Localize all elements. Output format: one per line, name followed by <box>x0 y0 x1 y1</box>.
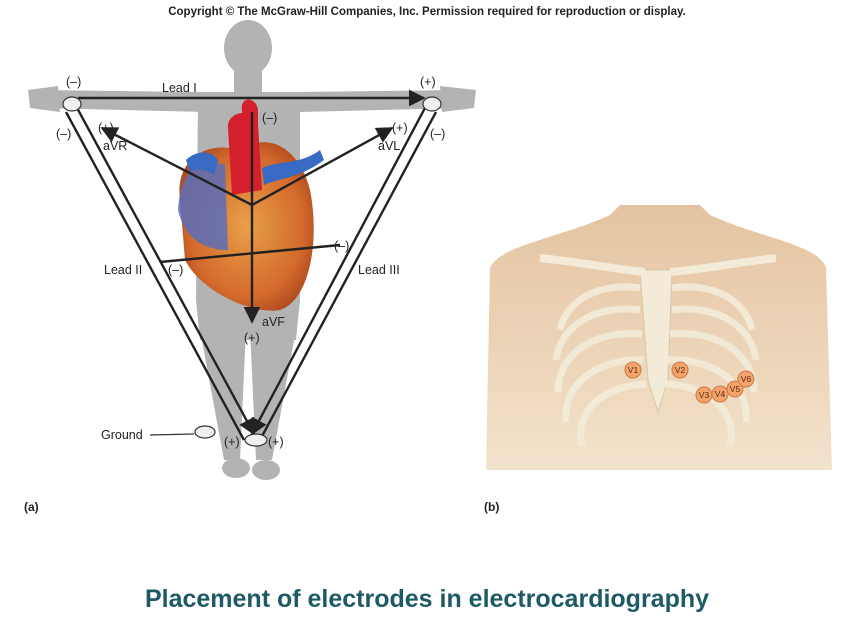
panel-a-label: (a) <box>24 500 39 514</box>
avl-line <box>251 126 394 207</box>
panel-a-labels: Lead I Lead II Lead III aVR aVL aVF Grou… <box>56 75 445 449</box>
lead-iii-label: Lead III <box>358 263 400 277</box>
electrode-v2: V2 <box>671 361 689 379</box>
avf-label: aVF <box>262 315 285 329</box>
left-arm-electrode <box>422 96 442 112</box>
lead-iii-minus: (–) <box>334 239 349 253</box>
ground-label: Ground <box>101 428 143 442</box>
left-arm-minus: (–) <box>430 127 445 141</box>
lead-i-label: Lead I <box>162 81 197 95</box>
precordial-electrodes: V1 V2 V3 V4 V5 V6 <box>624 361 755 404</box>
avr-plus: (+) <box>98 121 114 135</box>
avr-label: aVR <box>103 139 127 153</box>
figure-caption: Placement of electrodes in electrocardio… <box>144 585 710 613</box>
chest-illustration <box>486 205 832 470</box>
lead-iii-triangle-right <box>252 105 438 440</box>
electrode-v6: V6 <box>737 370 755 388</box>
electrode-v3: V3 <box>695 386 713 404</box>
lead-i-plus: (+) <box>420 75 436 89</box>
ecg-figure: Lead I Lead II Lead III aVR aVL aVF Grou… <box>28 20 832 480</box>
electrode-v5: V5 <box>726 380 744 398</box>
avf-plus: (+) <box>244 331 260 345</box>
electrode-v3-label: V3 <box>699 390 710 400</box>
lead-ii-triangle-left <box>64 105 254 440</box>
avf-minus: (–) <box>262 111 277 125</box>
electrode-v6-label: V6 <box>741 374 752 384</box>
ribcage <box>552 283 760 447</box>
avr-line <box>100 126 253 207</box>
lead-i-minus: (–) <box>66 75 81 89</box>
electrode-v1-label: V1 <box>628 365 639 375</box>
limb-electrodes <box>62 96 442 447</box>
ground-electrode <box>194 425 216 439</box>
right-arm-minus: (–) <box>56 127 71 141</box>
avl-label: aVL <box>378 139 400 153</box>
panel-b-label: (b) <box>484 500 500 514</box>
leg-plus-left: (+) <box>224 435 240 449</box>
electrode-v4-label: V4 <box>715 389 726 399</box>
lead-ii-axis <box>159 243 341 264</box>
right-arm-electrode <box>62 96 82 112</box>
electrode-v1: V1 <box>624 361 642 379</box>
lead-lines <box>64 89 438 440</box>
lead-ii-minus: (–) <box>168 263 183 277</box>
avl-plus: (+) <box>392 121 408 135</box>
leg-plus-right: (+) <box>268 435 284 449</box>
electrode-v4: V4 <box>711 385 729 403</box>
left-leg-electrode <box>244 433 268 447</box>
electrode-v5-label: V5 <box>730 384 741 394</box>
copyright-notice: Copyright © The McGraw-Hill Companies, I… <box>168 6 686 18</box>
lead-ii-label: Lead II <box>104 263 142 277</box>
electrode-v2-label: V2 <box>675 365 686 375</box>
